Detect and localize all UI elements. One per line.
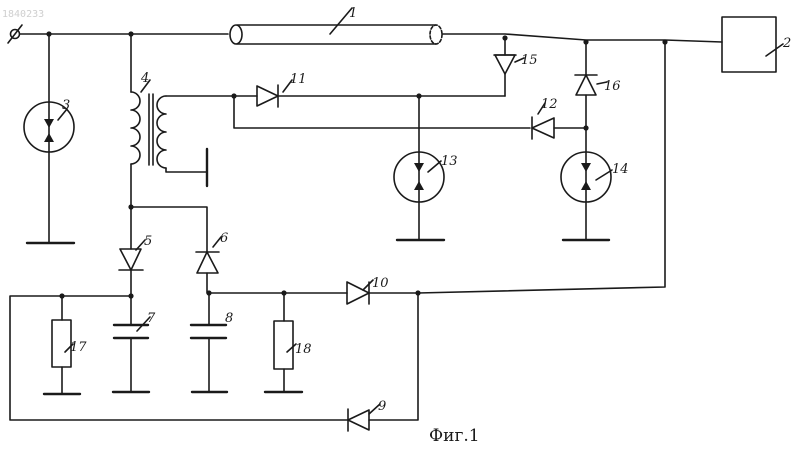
label-c8: 8 — [225, 311, 233, 326]
wire-left-loop — [10, 296, 348, 420]
transformer: 4 — [131, 34, 234, 207]
diode-11: 11 — [234, 72, 505, 107]
label-d5: 5 — [144, 234, 152, 249]
diode-5: 5 — [119, 207, 152, 324]
capacitor-7: 7 — [113, 311, 156, 392]
label-d12: 12 — [541, 97, 558, 112]
generator-14: 14 — [561, 152, 629, 240]
watermark: 1840233 — [2, 9, 44, 20]
wire-branch — [131, 207, 207, 252]
label-d11: 11 — [290, 72, 307, 87]
label-cable: 1 — [349, 6, 357, 21]
junction-dots — [46, 31, 667, 298]
label-g14: 14 — [612, 162, 629, 177]
resistor-18: 18 — [265, 293, 312, 392]
capacitor-8: 8 — [191, 293, 233, 392]
figure-caption: Фиг.1 — [429, 426, 480, 446]
diode-9: 9 — [348, 293, 418, 431]
label-d9: 9 — [378, 399, 386, 414]
label-r17: 17 — [70, 340, 87, 355]
label-c7: 7 — [147, 311, 156, 326]
label-g3: 3 — [62, 98, 70, 113]
label-g13: 13 — [441, 154, 458, 169]
label-transformer: 4 — [140, 71, 149, 86]
label-d15: 15 — [521, 53, 538, 68]
diode-6: 6 — [196, 231, 228, 293]
label-r18: 18 — [295, 342, 312, 357]
diode-16: 16 — [575, 42, 621, 152]
label-d10: 10 — [372, 276, 389, 291]
label-d6: 6 — [220, 231, 228, 246]
generator-13: 13 — [394, 96, 458, 240]
label-load: 2 — [782, 36, 791, 51]
coax-cable: 1 — [230, 6, 442, 44]
label-d16: 16 — [604, 79, 621, 94]
diode-12: 12 — [532, 97, 586, 139]
wire-top-right — [443, 34, 722, 42]
generator-3: 3 — [24, 34, 74, 243]
diode-15: 15 — [494, 38, 538, 96]
resistor-17: 17 — [44, 296, 87, 394]
load-block: 2 — [722, 17, 791, 72]
